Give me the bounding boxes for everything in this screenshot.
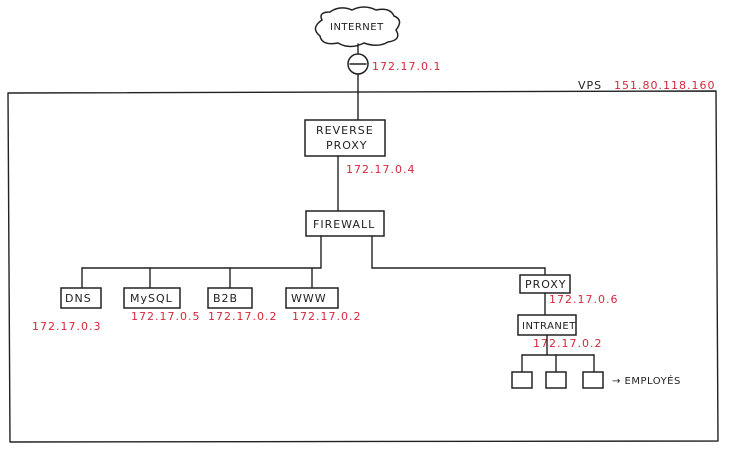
proxy-ip: 172.17.0.6 (549, 293, 618, 306)
firewall-box (305, 210, 385, 237)
intranet-label: INTRANET (522, 321, 576, 332)
reverse-proxy-label-line1: REVERSE (316, 124, 374, 137)
intranet-ip: 172.17.0.2 (533, 337, 602, 350)
vps-ip: 151.80.118.160 (614, 79, 715, 92)
employee-terminal-icon (545, 371, 567, 389)
employes-label: → EMPLOYÉS (612, 374, 681, 387)
reverse-proxy-label-line2: PROXY (326, 139, 368, 152)
proxy-label: PROXY (525, 278, 567, 291)
vps-label: VPS (578, 79, 602, 92)
dns-ip: 172.17.0.3 (32, 320, 101, 333)
employee-terminal-icon (582, 371, 604, 389)
www-ip: 172.17.0.2 (292, 310, 361, 323)
reverse-proxy-ip: 172.17.0.4 (346, 163, 415, 176)
dns-label: DNS (65, 292, 92, 305)
www-box (285, 287, 339, 309)
b2b-label: B2B (213, 292, 238, 305)
b2b-box (207, 287, 253, 309)
mysql-ip: 172.17.0.5 (131, 310, 200, 323)
internet-cloud-icon (314, 6, 401, 48)
reverse-proxy-box (304, 119, 386, 157)
vps-boundary (7, 90, 719, 443)
mysql-label: MySQL (130, 292, 173, 305)
b2b-ip: 172.17.0.2 (208, 310, 277, 323)
www-label: WWW (291, 292, 327, 305)
mysql-box (123, 287, 181, 309)
dns-box (60, 287, 102, 309)
firewall-label: FIREWALL (313, 218, 375, 231)
internet-label: INTERNET (330, 22, 384, 33)
gateway-ip: 172.17.0.1 (372, 60, 441, 73)
employee-terminal-icon (511, 371, 533, 389)
